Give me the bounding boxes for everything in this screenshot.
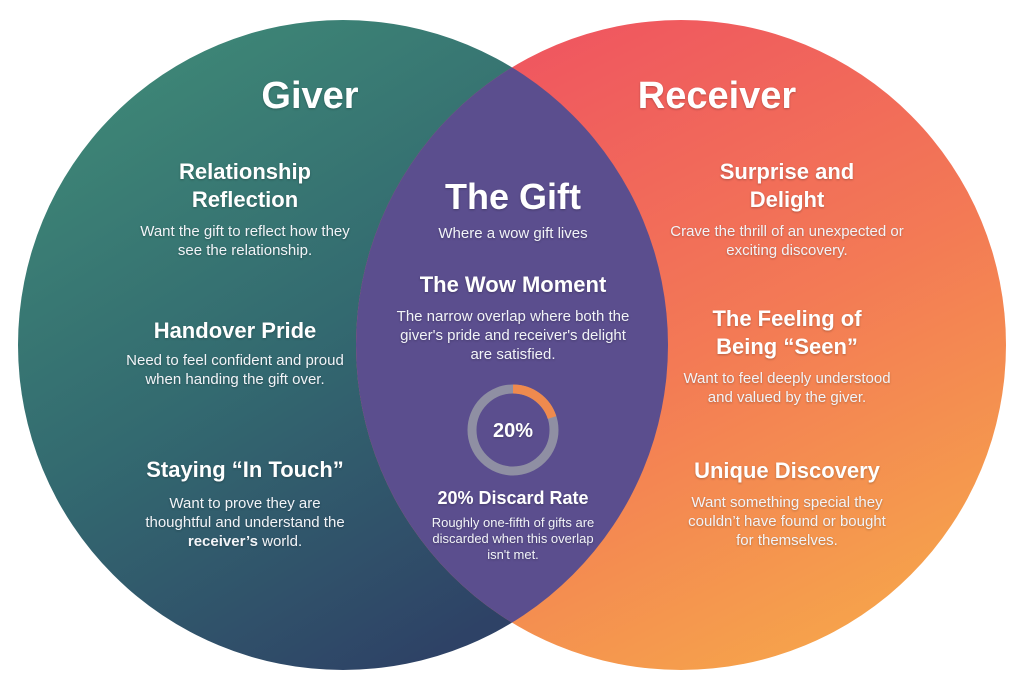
giver-item-text: Need to feel confident and proud when ha… — [126, 352, 344, 388]
giver-item-text: Want to prove they are thoughtful and un… — [140, 494, 350, 551]
receiver-item-text: Want something special they couldn’t hav… — [688, 494, 886, 549]
ring-progress-arc — [467, 384, 559, 476]
receiver-item-text: Want to feel deeply understood and value… — [683, 370, 891, 406]
giver-item-heading: Relationship Reflection — [178, 159, 311, 212]
wow-moment-text: The narrow overlap where both the giver'… — [396, 308, 630, 363]
ring-percent-label: 20% — [492, 420, 534, 442]
discard-rate-heading: 20% Discard Rate — [437, 488, 589, 508]
gift-title: The Gift — [445, 176, 581, 217]
giver-item-text-bold: receiver’s — [187, 533, 258, 550]
receiver-title: Receiver — [637, 75, 797, 117]
receiver-item-heading: Unique Discovery — [694, 458, 880, 483]
receiver-item-text: Crave the thrill of an unexpected or exc… — [670, 223, 904, 259]
discard-ring-gauge — [467, 384, 559, 476]
overlap-region — [356, 20, 668, 670]
discard-rate-text: Roughly one-fifth of gifts are discarded… — [431, 515, 595, 562]
giver-item-heading: Staying “In Touch” — [146, 457, 344, 482]
wow-moment-heading: The Wow Moment — [419, 272, 607, 297]
giver-item-heading: Handover Pride — [153, 318, 317, 343]
receiver-item-heading: Surprise and Delight — [719, 159, 855, 212]
giver-item-text-part: Want to prove they are thoughtful and un… — [145, 495, 345, 531]
gift-subtitle: Where a wow gift lives — [438, 225, 588, 242]
ring-center — [479, 396, 547, 464]
receiver-item-heading: The Feeling of Being “Seen” — [712, 306, 862, 359]
giver-item-text: Want the gift to reflect how they see th… — [140, 223, 350, 259]
giver-title: Giver — [261, 75, 359, 117]
giver-item-text-part: world. — [257, 533, 303, 550]
